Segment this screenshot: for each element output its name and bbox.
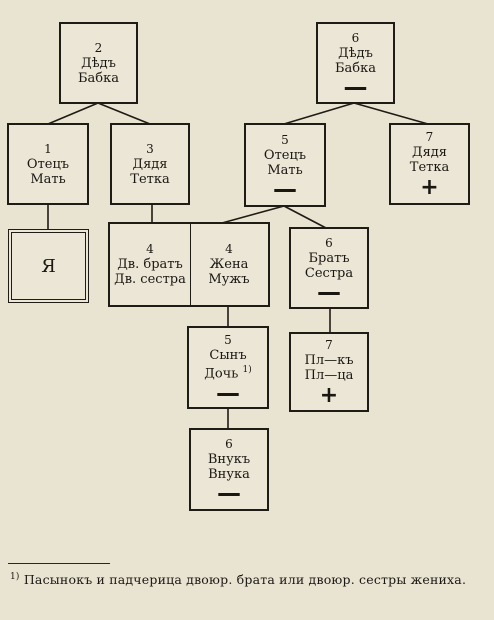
node-number: 4 (146, 242, 154, 256)
node-number: 7 (425, 129, 434, 144)
node-nephew-niece: 7 Пл—къ Пл—ца + (289, 332, 369, 412)
node-father-mother-right: 5 Отецъ Мать — (244, 123, 326, 207)
footnote: 1) Пасынокъ и падчерица двоюр. брата или… (10, 569, 480, 588)
node-label-with-footmark: Дочь 1) (204, 363, 251, 381)
node-label: Тетка (130, 171, 170, 187)
footnote-text: Пасынокъ и падчерица двоюр. брата или дв… (23, 572, 467, 588)
footnote-divider (8, 563, 110, 564)
node-label: Мужъ (208, 272, 250, 287)
node-number: 6 (225, 437, 233, 451)
connector (97, 102, 151, 125)
node-label: Внука (208, 467, 250, 482)
connector (353, 102, 429, 125)
node-label: Тетка (409, 159, 450, 175)
minus-sign: — (343, 72, 368, 101)
node-cousin-spouse-group: 4 Дв. братъ Дв. сестра 4 Жена Мужъ (108, 222, 270, 307)
node-label: Дѣдъ (338, 45, 373, 61)
node-label: Отецъ (26, 156, 70, 172)
node-father-mother-left: 1 Отецъ Мать (7, 123, 89, 205)
connector (221, 205, 285, 224)
node-label: Пл—ца (304, 367, 354, 383)
node-number: 1 (44, 141, 52, 156)
node-number: 5 (281, 132, 289, 147)
node-label: Жена (209, 257, 249, 272)
node-label: Пл—къ (304, 352, 354, 368)
node-label: Братъ (308, 250, 350, 266)
node-number: 6 (351, 30, 360, 45)
node-wife-husband: 4 Жена Мужъ (190, 224, 268, 305)
node-grandparents-left: 2 Дѣдъ Бабка (59, 22, 138, 104)
footnote-mark: 1) (242, 365, 252, 376)
connector (47, 102, 99, 125)
node-label: Дв. сестра (114, 272, 186, 287)
minus-sign: — (217, 479, 241, 507)
plus-sign: + (420, 174, 439, 200)
node-uncle-aunt-left: 3 Дядя Тетка (110, 123, 190, 205)
node-label: Мать (30, 171, 66, 187)
node-grandson-granddaughter: 6 Внукъ Внука — (189, 428, 269, 511)
node-label: Дядя (412, 144, 447, 160)
node-number: 6 (325, 235, 333, 250)
minus-sign: — (273, 174, 297, 203)
minus-sign: — (317, 277, 341, 306)
node-label: Дѣдъ (81, 55, 116, 71)
node-label: Дочь (204, 366, 239, 382)
node-number: 5 (224, 333, 232, 348)
minus-sign: — (216, 378, 240, 407)
node-label: Бабка (334, 60, 376, 76)
node-number: 4 (225, 242, 233, 256)
node-number: 3 (146, 141, 154, 156)
node-label: Дядя (132, 156, 168, 172)
node-label: Мать (267, 162, 303, 178)
node-son-daughter: 5 Сынъ Дочь 1) — (187, 326, 269, 409)
node-number: 2 (94, 40, 103, 55)
node-number: 7 (325, 337, 333, 352)
node-self: Я (8, 229, 89, 303)
node-label: Дв. братъ (117, 257, 183, 272)
node-label: Сынъ (209, 348, 247, 364)
node-label: Сестра (304, 265, 354, 281)
node-label: Внукъ (207, 452, 251, 467)
node-brother-sister: 6 Братъ Сестра — (289, 227, 369, 309)
node-cousin-brother-sister: 4 Дв. братъ Дв. сестра (110, 224, 191, 305)
plus-sign: + (319, 382, 339, 408)
node-label: Отецъ (263, 147, 307, 163)
node-uncle-aunt-right: 7 Дядя Тетка + (389, 123, 470, 205)
node-grandparents-right: 6 Дѣдъ Бабка — (316, 22, 395, 104)
connector (283, 102, 355, 125)
footnote-mark: 1) (10, 572, 20, 582)
node-label: Бабка (77, 70, 119, 86)
connector (283, 205, 327, 229)
node-label: Я (41, 255, 56, 277)
